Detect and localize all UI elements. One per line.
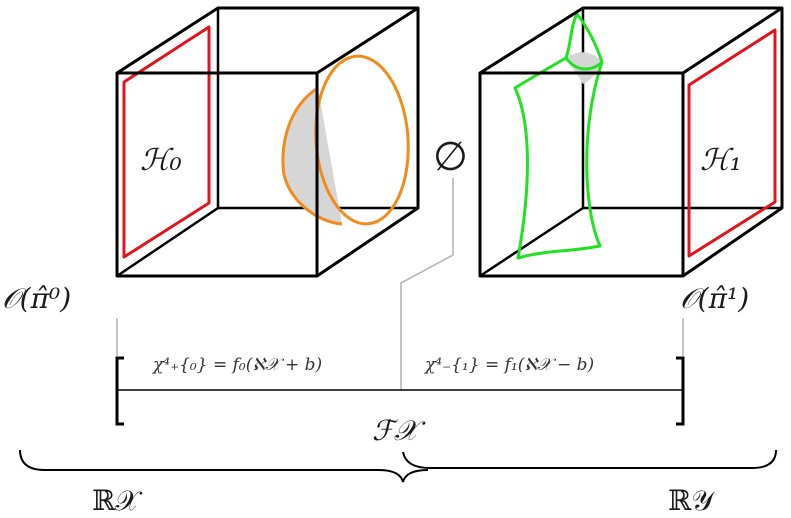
ellipsoid-shell [281, 86, 343, 226]
left-cube-hidden-edge [116, 206, 219, 278]
right-cube: ℋ₁ [478, 6, 784, 278]
left-bracket [115, 356, 124, 426]
hyperplane-h1 [687, 28, 777, 258]
right-cube-right-face [682, 8, 784, 278]
center-label: ℱ𝒳 [372, 414, 426, 447]
brace-right [402, 449, 777, 469]
right-cube-hidden-edge [479, 206, 584, 278]
left-cube: ℋ₀ [115, 6, 420, 278]
origin-right-label: 𝒪(π̂¹) [680, 282, 749, 315]
green-surface [513, 12, 604, 260]
brace-left-label: ℝ𝒳 [92, 484, 143, 517]
h0-label: ℋ₀ [140, 143, 182, 178]
h1-label: ℋ₁ [700, 143, 742, 178]
interval-bracket [115, 356, 685, 426]
left-cube-right-face [316, 8, 420, 278]
formula-right: χ⁴₋{₁} = f₁(ℵ𝒳 − b) [424, 355, 594, 375]
brace-right-label: ℝ𝒴 [668, 484, 715, 517]
right-cube-top-face [479, 6, 784, 75]
empty-set-connector [400, 178, 454, 390]
hyperplane-h0 [122, 25, 211, 259]
right-bracket [676, 356, 685, 426]
origin-left-label: 𝒪(π̂⁰) [2, 282, 71, 315]
brace-left [19, 449, 429, 483]
left-cube-top-face [116, 6, 420, 75]
empty-set-label: ∅ [433, 134, 468, 180]
formula-left: χ⁴₊{₀} = f₀(ℵ𝒳 + b) [152, 355, 322, 375]
right-cube-front-face [478, 71, 685, 278]
